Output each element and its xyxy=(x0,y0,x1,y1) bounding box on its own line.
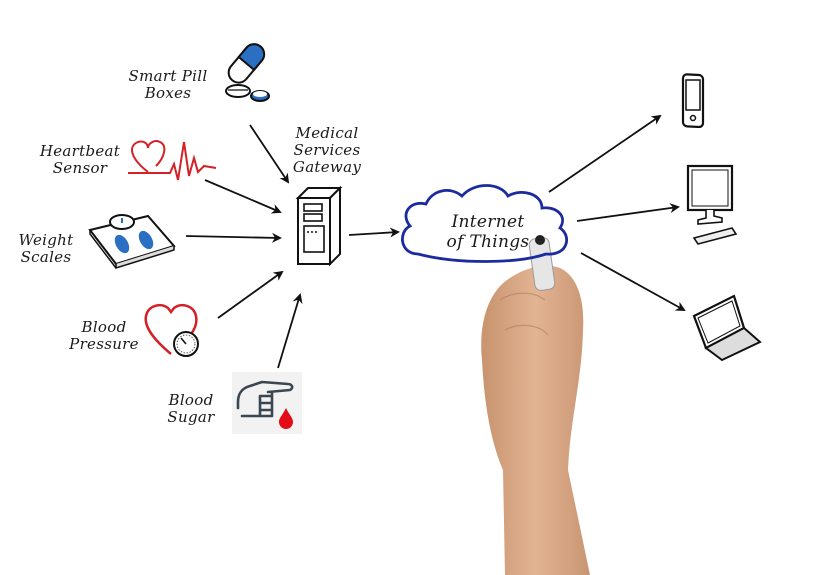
arrow-cloud-to-phone xyxy=(548,114,662,193)
pill-capsule-icon xyxy=(225,43,270,102)
label-weight-scales: Weight Scales xyxy=(8,232,84,266)
arrow-heartbeat-to-gateway xyxy=(204,179,282,214)
label-line: Medical xyxy=(295,124,359,142)
label-line: Internet xyxy=(451,212,525,232)
label-line: Blood xyxy=(168,391,214,409)
cloud-outline-icon xyxy=(401,184,569,263)
desktop-monitor-icon xyxy=(686,164,738,245)
arrow-sugar-to-gateway xyxy=(277,293,303,369)
weight-scale-icon xyxy=(88,214,176,270)
label-line: Services xyxy=(293,141,361,159)
arrow-weight-to-gateway xyxy=(185,232,282,243)
label-line: Gateway xyxy=(292,158,362,176)
label-line: Weight xyxy=(18,231,74,249)
label-blood-pressure: Blood Pressure xyxy=(64,319,144,353)
heart-gauge-icon xyxy=(144,304,199,357)
label-line: Pressure xyxy=(69,335,139,353)
arrow-cloud-to-laptop xyxy=(580,252,686,311)
arrow-gateway-to-cloud xyxy=(348,227,400,238)
heartbeat-icon xyxy=(128,140,217,181)
label-blood-sugar: Blood Sugar xyxy=(156,392,226,426)
label-smart-pill-boxes: Smart Pill Boxes xyxy=(118,68,218,102)
smartphone-icon xyxy=(681,73,705,128)
label-line: of Things xyxy=(446,232,530,252)
label-internet-of-things: Internet of Things xyxy=(428,212,548,252)
arrow-pill-to-gateway xyxy=(249,124,290,184)
label-line: Blood xyxy=(81,318,127,336)
arrow-bp-to-gateway xyxy=(217,270,284,319)
label-line: Smart Pill xyxy=(128,67,208,85)
label-line: Heartbeat xyxy=(39,142,121,160)
finger-blood-drop-icon xyxy=(232,372,302,434)
label-line: Scales xyxy=(20,248,72,266)
arrow-cloud-to-monitor xyxy=(576,203,680,222)
label-line: Boxes xyxy=(144,84,192,102)
label-line: Sugar xyxy=(167,408,215,426)
laptop-icon xyxy=(692,294,762,362)
server-tower-icon xyxy=(295,185,343,267)
label-line: Sensor xyxy=(52,159,108,177)
label-heartbeat-sensor: Heartbeat Sensor xyxy=(30,143,130,177)
label-medical-services-gateway: Medical Services Gateway xyxy=(284,125,370,176)
